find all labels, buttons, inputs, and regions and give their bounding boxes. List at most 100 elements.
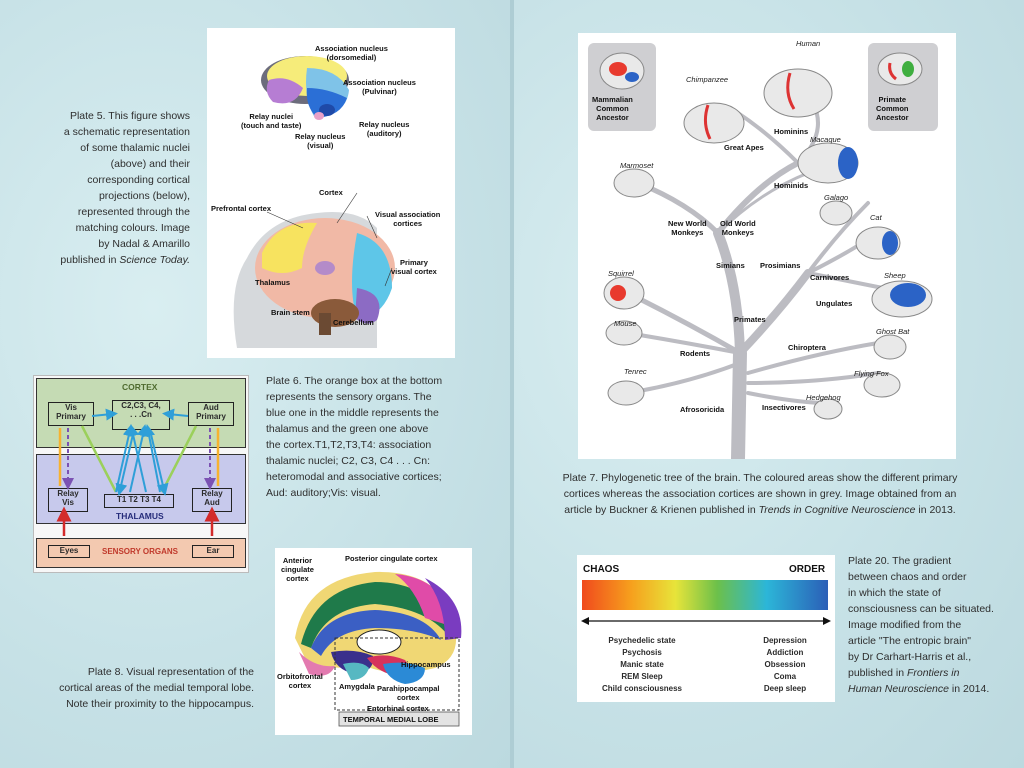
species-galago: Galago [824,193,849,202]
label-orbitofrontal: Orbitofrontal cortex [277,672,323,690]
state-item: Psychedelic state [608,636,676,645]
state-item: Depression [763,636,807,645]
thalamic-nuclei-diagram [261,56,349,120]
caption-line: between chaos and order [848,571,967,583]
clade-simians: Simians [716,261,745,270]
clade-chiroptera: Chiroptera [788,343,826,352]
chaos-order-gradient-bar [582,580,828,610]
phylogenetic-tree [588,43,938,466]
label-brain-stem: Brain stem [271,308,310,317]
caption-line: a schematic representation [63,126,190,138]
state-item: Child consciousness [601,684,683,693]
caption-line: Image modified from the [848,619,962,631]
caption-line: matching colours. Image [75,222,190,234]
label-temporal-medial-lobe: TEMPORAL MEDIAL LOBE [343,715,439,724]
species-macaque: Macaque [810,135,841,144]
caption-line: blue one in the middle represents the [266,407,439,419]
caption-text: published in [848,667,907,679]
caption-line: published in Science Today. [60,252,190,268]
caption-line: Plate 8. Visual representation of the [87,666,254,678]
chaos-label: CHAOS [583,564,620,575]
plate6-caption: Plate 6. The orange box at the bottom re… [266,373,501,501]
journal-name: Human Neuroscience [848,683,949,695]
species-sheep: Sheep [884,271,906,280]
caption-line: Human Neuroscience in 2014. [848,681,1018,697]
sensory-title: SENSORY ORGANS [102,547,179,556]
species-human: Human [796,39,821,48]
clade-primates: Primates [734,315,766,324]
clade-afrosoricida: Afrosoricida [680,405,725,414]
sensory-box [36,538,246,568]
caption-line: projections (below), [98,190,190,202]
caption-text: article by Buckner & Krienen published i… [564,504,759,516]
plate20-caption: Plate 20. The gradient between chaos and… [848,553,1018,697]
label-parahippocampal: Parahippocampal cortex [377,684,440,702]
label-primary-visual: Primary visual cortex [391,258,437,276]
label-amygdala: Amygdala [339,682,375,691]
caption-line: article by Buckner & Krienen published i… [540,502,980,518]
plate8-figure: Anterior cingulate cortex Posterior cing… [275,548,472,735]
state-item: Addiction [766,648,804,657]
caption-line: (above) and their [110,158,190,170]
label-cortex: Cortex [319,188,343,197]
caption-line: corresponding cortical [87,174,190,186]
order-label: ORDER [789,564,826,575]
clade-prosimians: Prosimians [760,261,801,270]
caption-line: of some thalamic nuclei [80,142,190,154]
caption-line: by Nadal & Amarillo [98,238,190,250]
plate5-figure: Association nucleus (dorsomedial) Associ… [207,28,455,358]
label-entorhinal: Entorhinal cortex [367,704,429,713]
caption-line: by Dr Carhart-Harris et al., [848,651,972,663]
label-anterior-cingulate: Anterior cingulate cortex [281,556,314,583]
clade-carnivores: Carnivores [810,273,850,282]
caption-line: the cortex.T1,T2,T3,T4: association [266,439,432,451]
species-marmoset: Marmoset [620,161,654,170]
caption-line: Plate 20. The gradient [848,555,952,567]
clade-rodents: Rodents [680,349,710,358]
clade-hominins: Hominins [774,127,809,136]
caption-line: cortices whereas the association cortice… [563,488,957,500]
clade-hominids: Hominids [774,181,809,190]
clade-new-world: New World Monkeys [668,219,707,237]
journal-name: Trends in Cognitive Neuroscience [758,504,916,516]
state-item: Psychosis [622,648,662,657]
brain-illustration [233,56,395,348]
state-item: Obsession [764,660,806,669]
clade-old-world: Old World Monkeys [720,219,756,237]
label-relay-touch: Relay nuclei (touch and taste) [241,112,302,130]
state-item: Coma [773,672,797,681]
caption-line: published in Frontiers in [848,665,1018,681]
cortex-title: CORTEX [122,382,158,392]
plate7-figure: Mammalian Common Ancestor Primate Common… [578,33,956,466]
thalamus-title: THALAMUS [116,511,164,521]
species-hedgehog: Hedgehog [806,393,841,402]
caption-text: in 2014. [948,683,990,695]
plate6-diagram: CORTEX Vis Primary C2,C3, C4, . . .Cn Au… [33,375,249,573]
species-squirrel: Squirrel [608,269,634,278]
species-ghost-bat: Ghost Bat [876,327,910,336]
caption-line: represents the sensory organs. The [266,391,432,403]
brain-icons [599,52,933,420]
label-hippocampus: Hippocampus [401,660,451,669]
double-arrow [581,617,831,625]
eyes-node: Eyes [48,545,90,558]
caption-line: in which the state of [848,587,941,599]
state-item: REM Sleep [621,672,663,681]
t-nodes: T1 T2 T3 T4 [104,494,174,508]
label-prefrontal: Prefrontal cortex [211,204,272,213]
label-relay-auditory: Relay nucleus (auditory) [359,120,410,138]
label-thalamus: Thalamus [255,278,291,287]
clade-great-apes: Great Apes [724,143,764,152]
vis-primary-node: Vis Primary [48,402,94,426]
journal-name: Science Today. [119,254,190,266]
label-cerebellum: Cerebellum [333,318,374,327]
caption-line: Note their proximity to the hippocampus. [66,698,254,710]
label-posterior-cingulate: Posterior cingulate cortex [345,554,438,563]
caption-line: Plate 7. Phylogenetic tree of the brain.… [562,472,958,484]
caption-text: published in [60,254,120,266]
caption-line: represented through the [77,206,190,218]
plate20-figure: CHAOS ORDER Psychedelic state Psychosis … [577,555,835,702]
caption-line: cortical areas of the medial temporal lo… [59,682,254,694]
species-chimpanzee: Chimpanzee [686,75,729,84]
label-primate-ancestor: Primate Common Ancestor [876,95,909,122]
